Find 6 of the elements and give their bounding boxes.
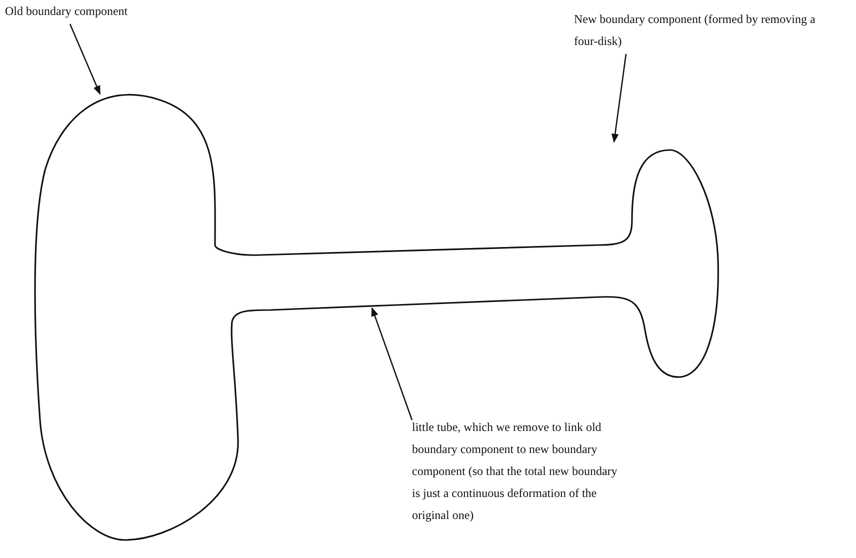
leader-line: [69, 24, 101, 95]
leader-line: [612, 54, 627, 143]
leader-line: [371, 307, 413, 420]
callout-text: little tube, which we remove to link old boundary component to new boundary component (so that the total new boundary is just a continuous deformation of the original one): [412, 416, 624, 526]
callout-text: New boundary component (formed by removing a four-disk): [574, 8, 836, 52]
callout-text: Old boundary component: [5, 0, 205, 22]
